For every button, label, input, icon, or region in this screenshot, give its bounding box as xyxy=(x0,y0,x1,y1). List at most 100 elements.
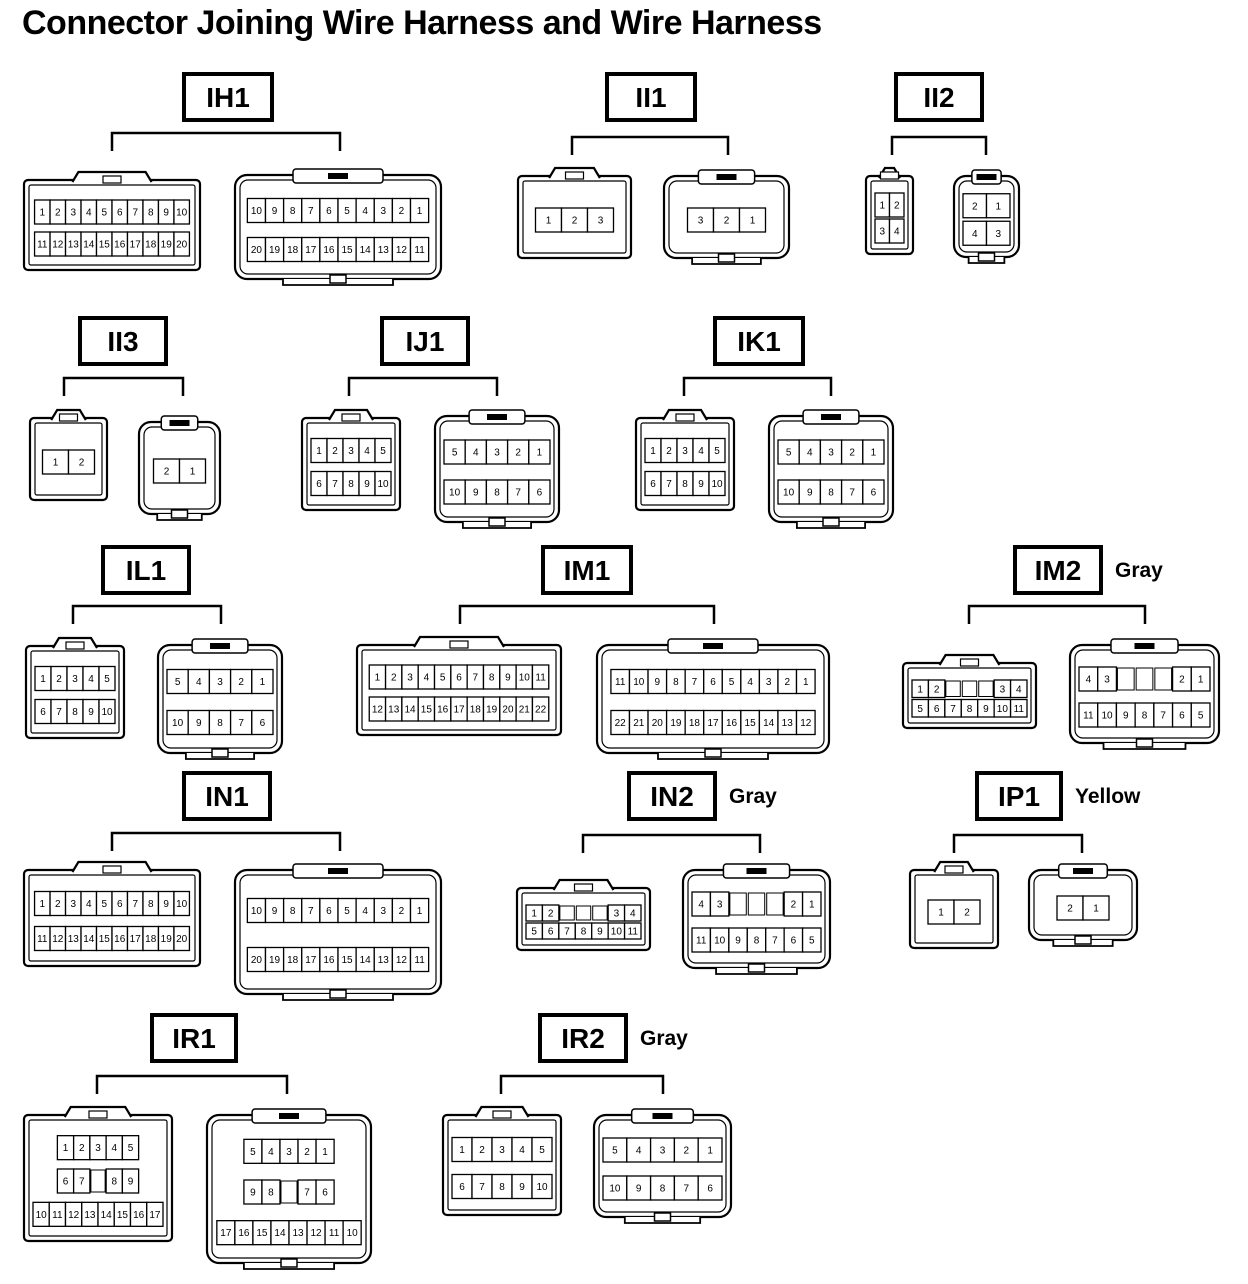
blank-cavity xyxy=(1116,667,1135,691)
pin-number: 4 xyxy=(364,446,370,457)
pin-number: 7 xyxy=(666,479,672,490)
pin-number: 1 xyxy=(707,1146,713,1157)
pin-number: 6 xyxy=(459,1182,465,1193)
pin-number: 8 xyxy=(72,707,78,718)
pin-number: 3 xyxy=(407,673,413,684)
bottom-key xyxy=(280,1258,298,1268)
pin-number: 9 xyxy=(272,206,278,217)
pin-number: 8 xyxy=(290,206,296,217)
bottom-key xyxy=(1074,935,1092,945)
pin-cavity xyxy=(374,437,392,464)
connector-label: IL1 xyxy=(126,555,166,586)
pin-cavity xyxy=(173,890,191,917)
connector-body xyxy=(156,643,284,755)
lock-latch xyxy=(944,865,964,874)
pin-number: 19 xyxy=(269,955,281,966)
connector-label: II2 xyxy=(923,82,954,113)
pin-number: 9 xyxy=(473,488,479,499)
pin-number: 22 xyxy=(535,705,547,716)
pin-number: 22 xyxy=(615,718,627,729)
pin-number: 5 xyxy=(809,936,815,947)
pin-number: 1 xyxy=(53,458,59,469)
pin-number: 9 xyxy=(735,936,741,947)
connector-label: IM2 xyxy=(1035,555,1082,586)
pin-number: 2 xyxy=(515,448,521,459)
pin-number: 6 xyxy=(326,206,332,217)
bottom-key xyxy=(977,252,996,262)
connector-inner-outline xyxy=(34,422,103,496)
connector-label-box xyxy=(78,316,168,366)
pin-number: 16 xyxy=(323,955,335,966)
pin-cavity xyxy=(697,1137,723,1163)
connector-bracket xyxy=(581,833,762,853)
pin-cavity xyxy=(985,220,1011,246)
pin-cavity xyxy=(178,458,207,484)
connector-bracket xyxy=(952,833,1084,853)
connector-body xyxy=(22,868,202,968)
pin-cavity xyxy=(1190,702,1211,728)
pin-number: 15 xyxy=(342,955,354,966)
pin-number: 10 xyxy=(997,704,1009,715)
connector-label-box xyxy=(182,771,272,821)
pin-number: 10 xyxy=(609,1184,621,1195)
pin-number: 20 xyxy=(652,718,664,729)
bottom-key xyxy=(170,509,189,519)
pin-number: 14 xyxy=(360,245,372,256)
pin-number: 7 xyxy=(308,906,314,917)
pin-number: 1 xyxy=(803,677,809,688)
lock-latch xyxy=(328,173,348,179)
connector-color-label: Gray xyxy=(729,785,777,808)
pin-cavity xyxy=(708,470,726,497)
connector-label: IR1 xyxy=(172,1023,216,1054)
pin-number: 10 xyxy=(1102,711,1114,722)
lock-latch xyxy=(492,1110,512,1119)
pin-number: 2 xyxy=(479,1145,485,1156)
pin-number: 3 xyxy=(286,1147,292,1158)
pin-number: 5 xyxy=(917,704,923,715)
pin-cavity xyxy=(528,439,551,465)
pin-cavity xyxy=(1009,679,1028,699)
pin-cavity xyxy=(409,897,430,924)
pin-number: 13 xyxy=(378,955,390,966)
connector-label-box xyxy=(975,771,1063,821)
pin-number: 8 xyxy=(494,488,500,499)
pin-cavity xyxy=(1097,666,1118,692)
blank-cavity xyxy=(1135,667,1154,691)
pin-number: 21 xyxy=(633,718,645,729)
pin-number: 11 xyxy=(52,1210,63,1221)
connector-label: IP1 xyxy=(998,781,1040,812)
pin-number: 18 xyxy=(470,705,482,716)
pin-number: 10 xyxy=(611,927,623,938)
pin-number: 12 xyxy=(396,955,408,966)
connector-bracket xyxy=(682,376,833,396)
pin-number: 3 xyxy=(1000,684,1006,695)
pin-number: 13 xyxy=(84,1210,96,1221)
pin-cavity xyxy=(623,922,642,940)
pin-number: 8 xyxy=(217,718,223,729)
pin-number: 10 xyxy=(783,488,795,499)
pin-number: 1 xyxy=(650,446,656,457)
pin-number: 1 xyxy=(938,908,944,919)
pin-number: 4 xyxy=(362,206,368,217)
bottom-key xyxy=(488,517,506,527)
pin-number: 2 xyxy=(894,201,900,212)
pin-number: 5 xyxy=(101,208,107,219)
pin-cavity xyxy=(801,927,822,953)
pin-cavity xyxy=(146,1201,164,1227)
pin-number: 3 xyxy=(70,899,76,910)
pin-number: 11 xyxy=(628,927,639,938)
pin-number: 6 xyxy=(316,479,322,490)
bottom-key xyxy=(329,274,347,284)
